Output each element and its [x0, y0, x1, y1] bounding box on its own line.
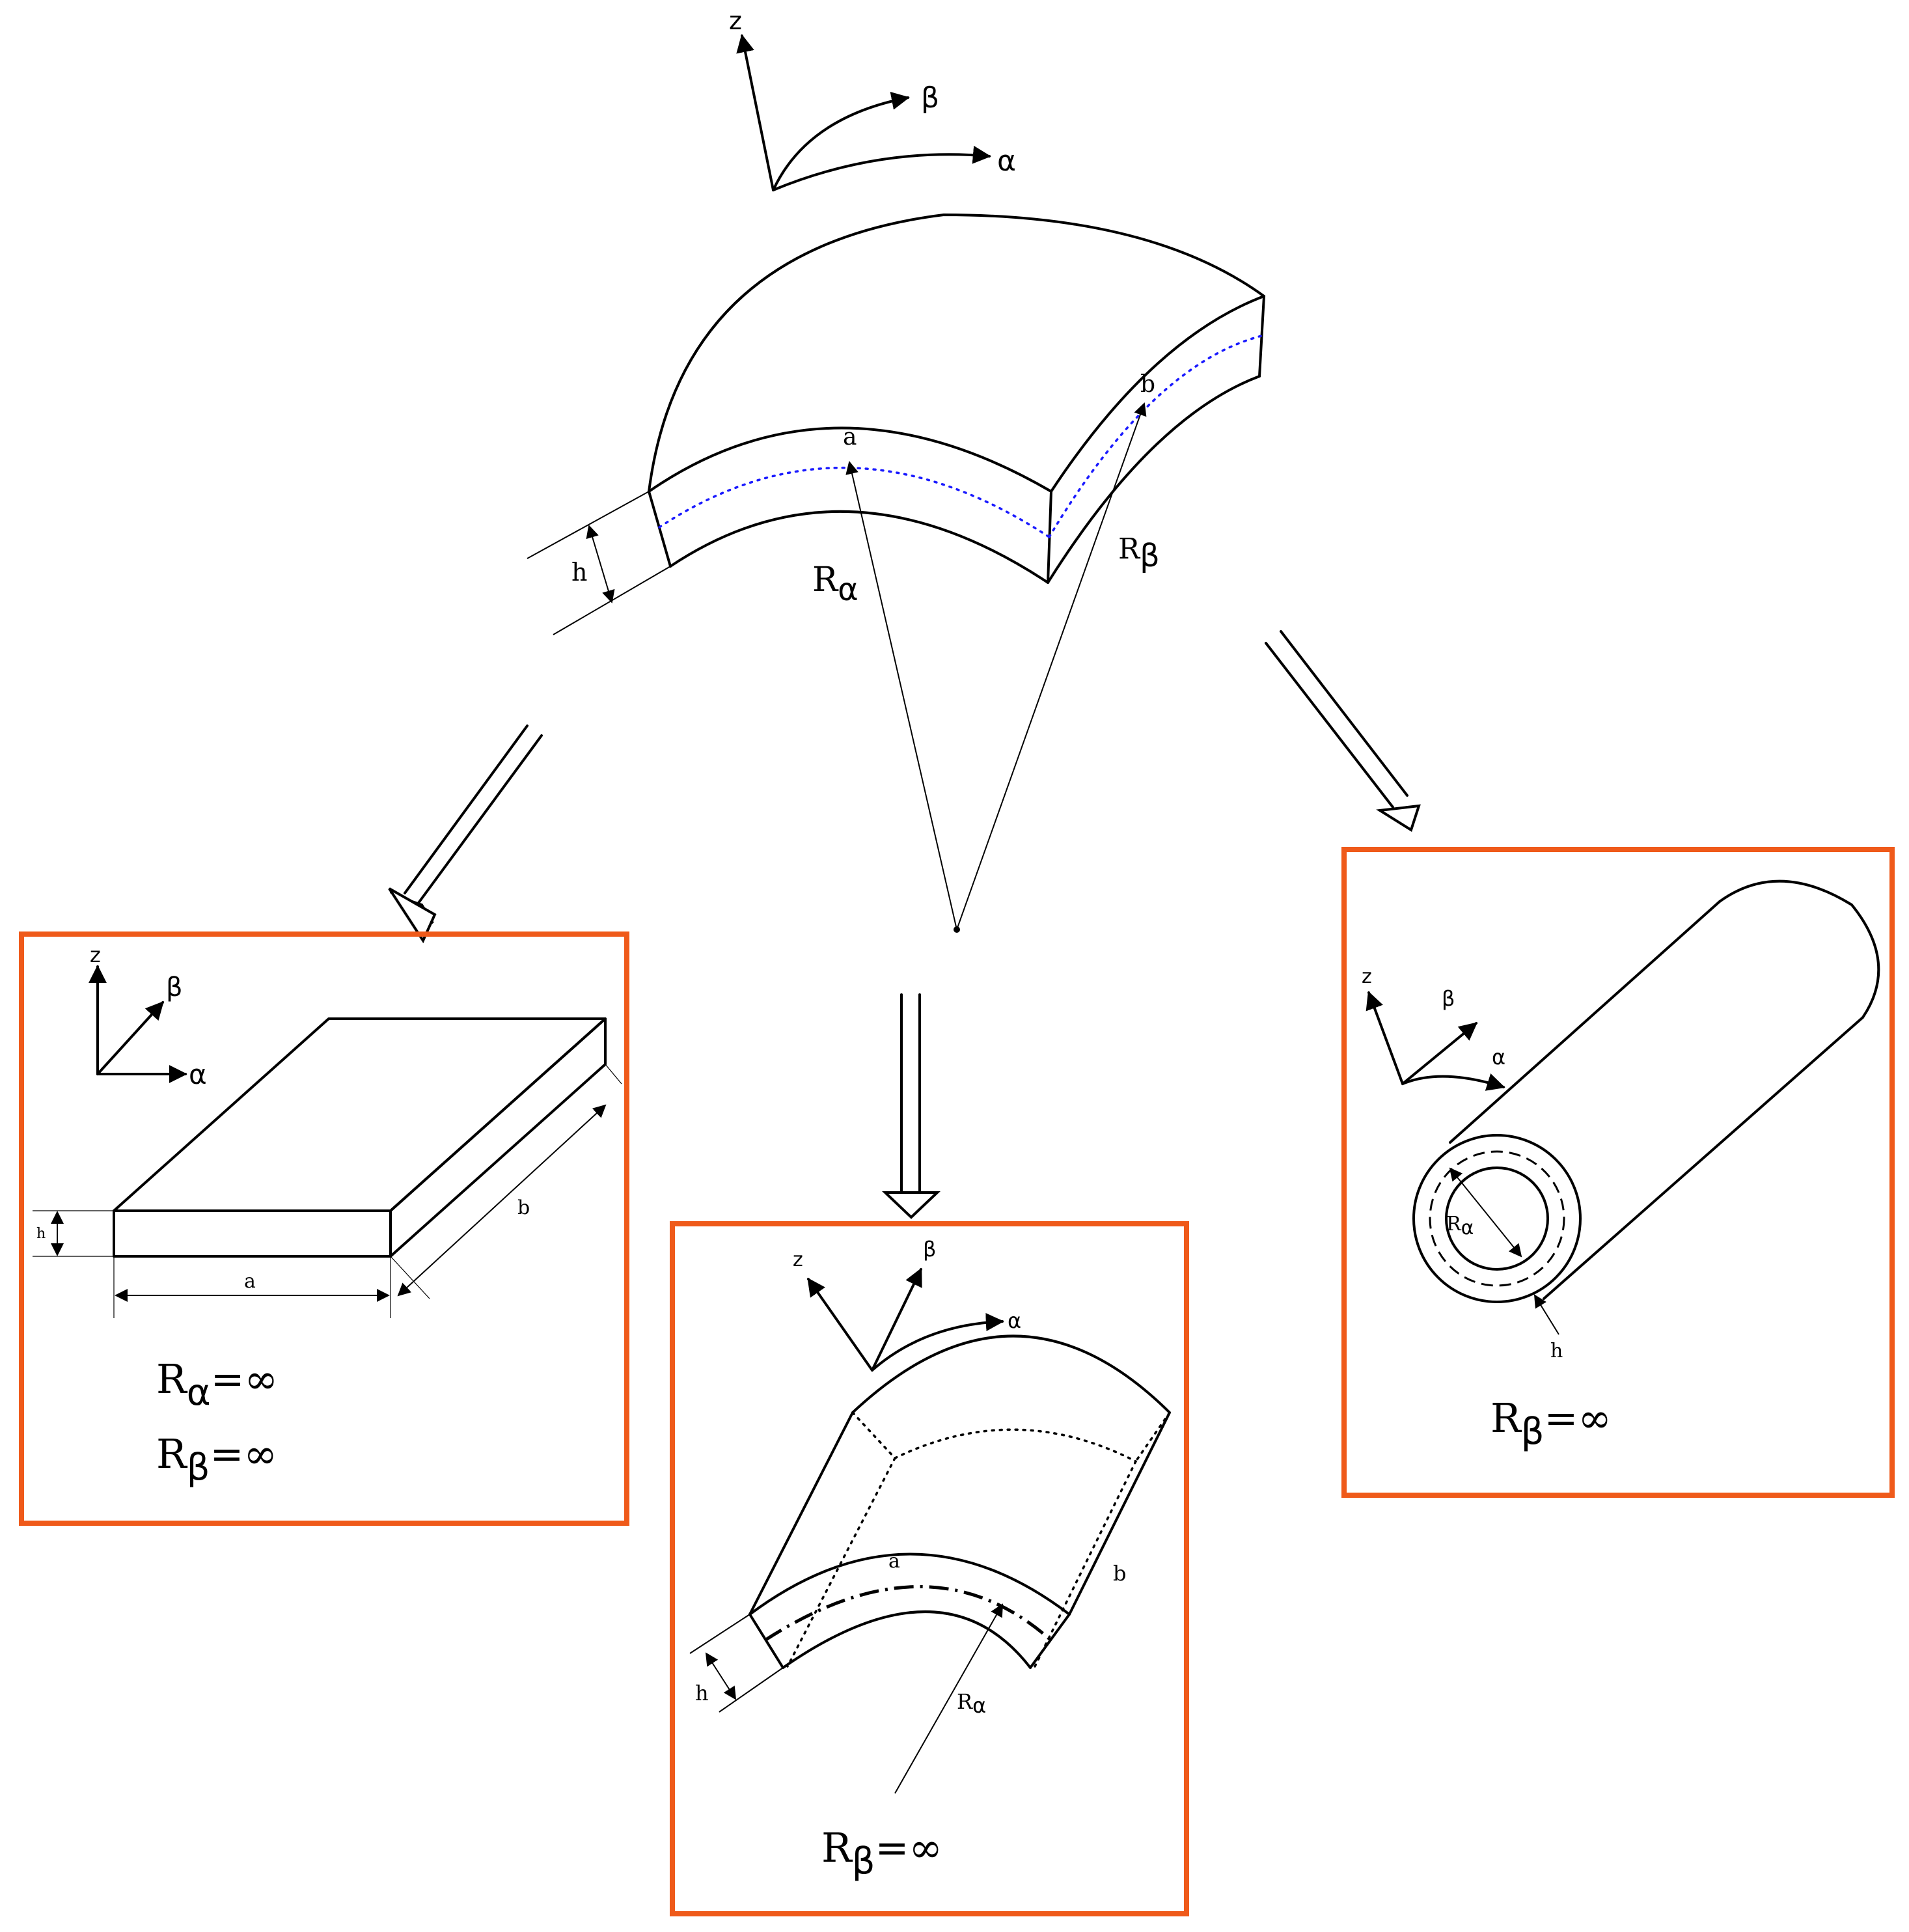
cylinder-frame [1341, 847, 1895, 1498]
main-h-label: h [571, 558, 587, 586]
plate-r-beta-condition: Rβ=∞ [156, 1430, 277, 1489]
main-axes: z β α [729, 7, 1016, 191]
main-r-alpha-label: Rα [812, 560, 858, 608]
plate-panel: z β α h a b Rα=∞ Rβ=∞ [19, 932, 629, 1526]
main-z-label: z [729, 7, 742, 35]
cylinder-dimensions: Rα h [1446, 1167, 1563, 1362]
plate-h-label: h [36, 1226, 46, 1242]
plate-a-label: a [244, 1270, 256, 1293]
doubly-curved-shell: z β α h a b Rα Rβ [527, 7, 1265, 933]
cylinder-z-label: z [1362, 965, 1372, 988]
main-beta-label: β [921, 81, 939, 115]
cyl-panel-h-label: h [695, 1681, 709, 1705]
cylinder-panel: z β α Rα h Rβ=∞ [1341, 847, 1895, 1498]
cylinder-axes: z β α [1362, 965, 1505, 1091]
cylinder-condition: Rβ=∞ [1490, 1394, 1612, 1453]
plate-alpha-label: α [189, 1058, 207, 1090]
main-r-beta-label: Rβ [1118, 532, 1160, 574]
cyl-panel-condition: Rβ=∞ [821, 1824, 942, 1883]
cylindrical-panel-axes: z β α [793, 1237, 1021, 1372]
cylinder-alpha-label: α [1492, 1045, 1505, 1070]
cylindrical-panel: z β α h a b Rα R [670, 1221, 1189, 1916]
cyl-panel-b-label: b [1113, 1561, 1126, 1586]
main-a-label: a [843, 424, 857, 450]
reference-surface-alpha [658, 466, 1051, 538]
plate-frame [19, 932, 629, 1526]
cylindrical-panel-solid [748, 1334, 1171, 1669]
cylinder-beta-label: β [1442, 986, 1455, 1011]
cyl-panel-r-alpha-label: Rα [957, 1689, 986, 1718]
main-b-label: b [1140, 371, 1155, 398]
plate-beta-label: β [166, 973, 183, 1002]
arrow-to-cylindrical-panel [881, 993, 941, 1219]
cylinder-solid [1412, 879, 1880, 1303]
arrow-to-plate [388, 724, 543, 944]
plate-dimensions: h a b [33, 1064, 622, 1318]
main-alpha-label: α [997, 145, 1016, 178]
cylindrical-panel-dimensions: h a b Rα [689, 1550, 1126, 1794]
cyl-panel-beta-label: β [923, 1237, 936, 1262]
plate-b-label: b [517, 1196, 530, 1219]
reference-surface-beta [1048, 335, 1263, 538]
plate-axes: z β α [89, 943, 207, 1090]
cyl-panel-alpha-label: α [1008, 1308, 1021, 1333]
plate-solid [113, 1017, 607, 1258]
shell-top-arc [648, 214, 1265, 493]
cyl-panel-a-label: a [888, 1550, 900, 1573]
cyl-panel-z-label: z [793, 1249, 803, 1271]
cylinder-h-label: h [1550, 1340, 1563, 1362]
cylindrical-panel-frame [670, 1221, 1189, 1916]
cylinder-r-alpha-label: Rα [1446, 1213, 1474, 1239]
plate-r-alpha-condition: Rα=∞ [156, 1355, 278, 1414]
arrow-to-cylinder [1265, 630, 1421, 833]
plate-z-label: z [90, 943, 101, 967]
